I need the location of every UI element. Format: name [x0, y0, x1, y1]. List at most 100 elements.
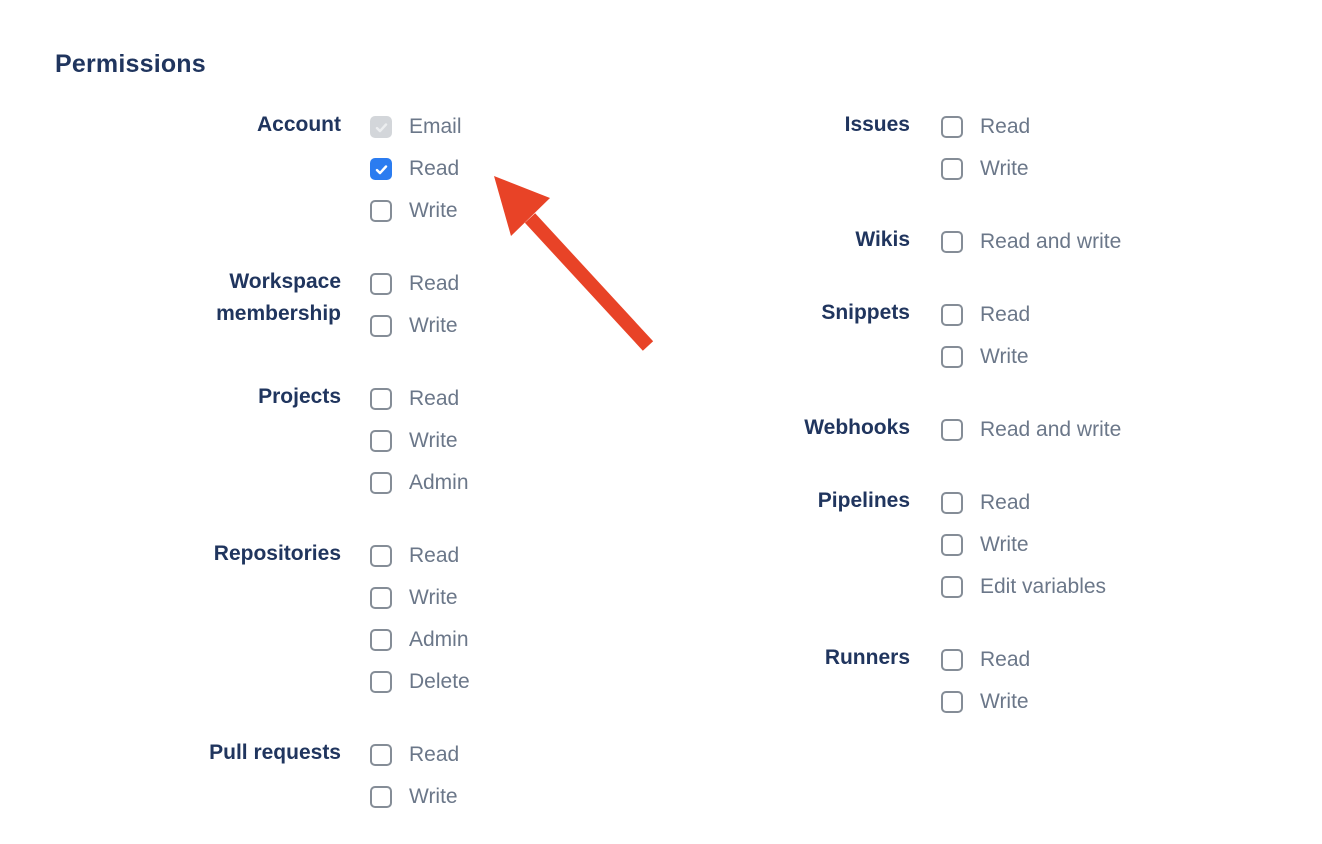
option-wikis-read-and-write[interactable]: Read and write: [941, 221, 1121, 263]
option-label: Read and write: [980, 230, 1122, 253]
option-repositories-delete[interactable]: Delete: [370, 661, 470, 703]
option-pipelines-edit-variables[interactable]: Edit variables: [941, 566, 1106, 608]
group-options: Read Write: [941, 294, 1030, 378]
permissions-columns: Account Email Read Write Workspace membe…: [55, 106, 1121, 844]
repositories-read-checkbox[interactable]: [370, 545, 392, 567]
pipelines-write-checkbox[interactable]: [941, 534, 963, 556]
wikis-read-and-write-checkbox[interactable]: [941, 231, 963, 253]
group-options: Read Write: [370, 263, 459, 347]
option-label: Read: [409, 272, 460, 295]
option-projects-write[interactable]: Write: [370, 420, 469, 462]
pull-requests-write-checkbox[interactable]: [370, 786, 392, 808]
permission-group-snippets: Snippets Read Write: [660, 294, 1121, 378]
option-repositories-write[interactable]: Write: [370, 577, 470, 619]
option-label: Read: [409, 157, 460, 180]
option-label: Read: [980, 491, 1031, 514]
permission-group-projects: Projects Read Write Admin: [55, 378, 660, 504]
group-label-pull-requests: Pull requests: [209, 741, 341, 764]
option-label: Write: [409, 199, 458, 222]
option-workspace-membership-read[interactable]: Read: [370, 263, 459, 305]
option-label: Admin: [409, 628, 469, 651]
option-workspace-membership-write[interactable]: Write: [370, 305, 459, 347]
pull-requests-read-checkbox[interactable]: [370, 744, 392, 766]
option-pipelines-write[interactable]: Write: [941, 524, 1106, 566]
option-pipelines-read[interactable]: Read: [941, 482, 1106, 524]
group-options: Read and write: [941, 221, 1121, 263]
permission-group-pipelines: Pipelines Read Write Edit variables: [660, 482, 1121, 608]
group-options: Read Write: [941, 106, 1030, 190]
option-label: Write: [409, 785, 458, 808]
option-pull-requests-read[interactable]: Read: [370, 734, 459, 776]
permission-group-webhooks: Webhooks Read and write: [660, 409, 1121, 451]
group-label-account: Account: [257, 113, 341, 136]
pipelines-read-checkbox[interactable]: [941, 492, 963, 514]
group-label-projects: Projects: [258, 385, 341, 408]
repositories-write-checkbox[interactable]: [370, 587, 392, 609]
group-label-pipelines: Pipelines: [817, 489, 910, 512]
account-write-checkbox[interactable]: [370, 200, 392, 222]
option-projects-read[interactable]: Read: [370, 378, 469, 420]
projects-admin-checkbox[interactable]: [370, 472, 392, 494]
option-repositories-admin[interactable]: Admin: [370, 619, 470, 661]
option-label: Write: [980, 345, 1029, 368]
option-account-email: Email: [370, 106, 462, 148]
option-label: Write: [980, 690, 1029, 713]
option-webhooks-read-and-write[interactable]: Read and write: [941, 409, 1121, 451]
group-options: Read Write Admin Delete: [370, 535, 470, 703]
option-label: Write: [980, 157, 1029, 180]
permission-group-pull-requests: Pull requests Read Write: [55, 734, 660, 818]
group-label-snippets: Snippets: [821, 301, 910, 324]
option-label: Read: [409, 544, 460, 567]
repositories-delete-checkbox[interactable]: [370, 671, 392, 693]
pipelines-edit-variables-checkbox[interactable]: [941, 576, 963, 598]
permissions-column-right: Issues Read Write Wikis Read and write S…: [660, 106, 1121, 754]
permission-group-wikis: Wikis Read and write: [660, 221, 1121, 263]
option-account-read[interactable]: Read: [370, 148, 462, 190]
snippets-read-checkbox[interactable]: [941, 304, 963, 326]
option-label: Read: [409, 743, 460, 766]
group-options: Read Write Edit variables: [941, 482, 1106, 608]
option-runners-read[interactable]: Read: [941, 639, 1030, 681]
option-label: Read: [980, 115, 1031, 138]
page-title: Permissions: [55, 50, 206, 78]
projects-read-checkbox[interactable]: [370, 388, 392, 410]
group-options: Read and write: [941, 409, 1121, 451]
option-repositories-read[interactable]: Read: [370, 535, 470, 577]
permission-group-account: Account Email Read Write: [55, 106, 660, 232]
check-icon: [375, 122, 387, 132]
account-read-checkbox[interactable]: [370, 158, 392, 180]
permission-group-repositories: Repositories Read Write Admin Delete: [55, 535, 660, 703]
group-label-runners: Runners: [824, 646, 910, 669]
group-label-wikis: Wikis: [855, 228, 910, 251]
option-snippets-read[interactable]: Read: [941, 294, 1030, 336]
option-label: Write: [409, 586, 458, 609]
permissions-column-left: Account Email Read Write Workspace membe…: [55, 106, 660, 844]
permission-group-runners: Runners Read Write: [660, 639, 1121, 723]
group-options: Read Write: [370, 734, 459, 818]
option-label: Write: [980, 533, 1029, 556]
option-pull-requests-write[interactable]: Write: [370, 776, 459, 818]
snippets-write-checkbox[interactable]: [941, 346, 963, 368]
option-runners-write[interactable]: Write: [941, 681, 1030, 723]
repositories-admin-checkbox[interactable]: [370, 629, 392, 651]
runners-read-checkbox[interactable]: [941, 649, 963, 671]
option-label: Admin: [409, 471, 469, 494]
group-options: Email Read Write: [370, 106, 462, 232]
option-projects-admin[interactable]: Admin: [370, 462, 469, 504]
workspace-membership-write-checkbox[interactable]: [370, 315, 392, 337]
option-label: Read: [409, 387, 460, 410]
webhooks-read-and-write-checkbox[interactable]: [941, 419, 963, 441]
issues-read-checkbox[interactable]: [941, 116, 963, 138]
check-icon: [375, 164, 387, 174]
workspace-membership-read-checkbox[interactable]: [370, 273, 392, 295]
projects-write-checkbox[interactable]: [370, 430, 392, 452]
option-label: Read and write: [980, 418, 1122, 441]
runners-write-checkbox[interactable]: [941, 691, 963, 713]
option-account-write[interactable]: Write: [370, 190, 462, 232]
option-issues-read[interactable]: Read: [941, 106, 1030, 148]
issues-write-checkbox[interactable]: [941, 158, 963, 180]
option-snippets-write[interactable]: Write: [941, 336, 1030, 378]
option-label: Edit variables: [980, 575, 1107, 598]
option-issues-write[interactable]: Write: [941, 148, 1030, 190]
